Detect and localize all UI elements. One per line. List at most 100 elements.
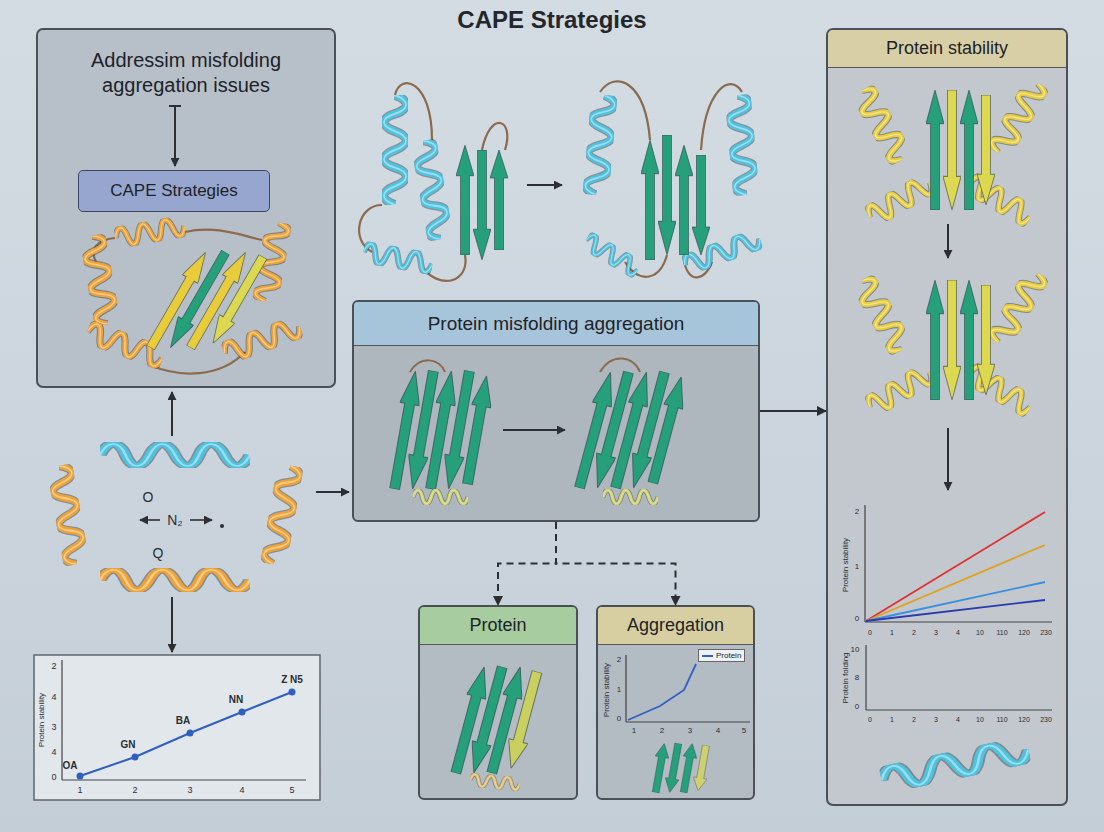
- axis-tick: 1: [77, 786, 82, 795]
- beta-strand: [501, 669, 546, 771]
- arrow-line: [169, 105, 181, 107]
- helix-ribbon: [362, 243, 434, 274]
- helix-ribbon: [852, 85, 911, 165]
- flow-arrow: [760, 410, 826, 412]
- beta-strand: [421, 369, 462, 491]
- axis-tick: 3: [934, 629, 938, 636]
- beta-strand: [606, 369, 656, 490]
- arrow-line: [190, 519, 212, 521]
- axis-title: Protein stability: [842, 538, 850, 592]
- arrow-line: [864, 505, 865, 622]
- axis-tick: 1: [632, 727, 636, 735]
- helix-ribbon: [221, 317, 303, 364]
- axis-tick: 4: [51, 748, 56, 757]
- helix-ribbon: [585, 94, 616, 196]
- protein-cartoon: [81, 217, 303, 374]
- arrow-line: [171, 392, 173, 436]
- axis-tick: 120: [1018, 716, 1030, 723]
- axis-tick: 2: [51, 662, 56, 671]
- axis-tick: 1: [855, 563, 859, 571]
- beta-strand: [588, 369, 638, 490]
- helix-ring: [48, 444, 301, 590]
- line-chart: [626, 655, 750, 722]
- loop-line: [395, 83, 432, 140]
- axis-tick: 10: [976, 629, 984, 636]
- helix-ribbon: [603, 490, 658, 504]
- helix-ribbon: [865, 364, 936, 417]
- beta-strand: [643, 374, 691, 485]
- axis-tick: 0: [868, 716, 872, 723]
- beta-strand: [943, 280, 961, 400]
- axis-tick: 1: [890, 716, 894, 723]
- arrow-line: [174, 106, 176, 166]
- data-point: [239, 709, 246, 716]
- beta-strand: [692, 155, 710, 255]
- beta-strand: [926, 280, 944, 400]
- beta-strand: [675, 145, 693, 255]
- axis-tick: 3: [51, 723, 56, 732]
- result-box: Protein: [418, 605, 578, 800]
- protein-cartoon: [385, 360, 497, 503]
- beta-strand: [464, 664, 512, 775]
- beta-strand: [960, 280, 978, 400]
- axis-tick: 2: [855, 508, 859, 516]
- arrow-line: [865, 645, 866, 710]
- arrow-line: [865, 621, 1052, 622]
- panel-heading: Protein: [420, 607, 576, 645]
- loop-line: [600, 81, 650, 140]
- flow-arrow: [556, 522, 676, 605]
- protein-cartoon: [852, 268, 1047, 416]
- helix-ribbon: [262, 464, 301, 566]
- axis-tick: 2: [617, 656, 621, 664]
- legend-line-sample: [702, 655, 713, 657]
- axis-tick: 3: [187, 786, 192, 795]
- beta-strand: [943, 90, 961, 210]
- loop-line: [625, 255, 667, 277]
- loop-line: [600, 358, 640, 372]
- helix-ribbon: [582, 233, 642, 278]
- arrow-line: [866, 709, 1052, 710]
- beta-strand: [456, 145, 474, 255]
- helix-ribbon: [114, 217, 186, 248]
- box-label: CAPE Strategies: [79, 171, 269, 211]
- illustration-group: [359, 83, 507, 281]
- legend-entry: Protein: [702, 651, 741, 660]
- axis-tick: 0: [868, 629, 872, 636]
- protein-cartoon: [879, 738, 1031, 792]
- beta-strand: [385, 369, 426, 491]
- protein-cartoon: [852, 78, 1047, 226]
- arrow-line: [866, 600, 1045, 621]
- axis-title: Protein stability: [38, 693, 46, 747]
- line-chart: [865, 505, 1052, 622]
- helix-ribbon: [852, 275, 911, 355]
- point-label: GN: [121, 740, 136, 750]
- helix-ribbon: [965, 174, 1036, 227]
- axis-title: Protein folding: [842, 652, 850, 703]
- panel-box: Addressim misfolding aggregation issuesC…: [36, 28, 336, 388]
- beta-strand: [439, 369, 480, 491]
- helix-ribbon: [413, 490, 468, 504]
- axis-tick: 0: [617, 715, 621, 723]
- strategy-box: CAPE Strategies: [78, 170, 270, 212]
- panel-box: Protein stability: [826, 28, 1068, 806]
- arrow-line: [140, 519, 160, 521]
- beta-strand: [658, 135, 676, 255]
- axis-tick: 2: [912, 629, 916, 636]
- beta-strand: [205, 252, 271, 348]
- arrow-line: [62, 779, 306, 780]
- axis-tick: 0: [855, 703, 859, 711]
- line-chart: [866, 645, 1052, 710]
- loop-line: [359, 205, 382, 252]
- helix-ribbon: [84, 322, 166, 369]
- symbol-label: Q: [153, 546, 164, 560]
- panel-heading: Protein misfolding aggregation: [354, 302, 758, 346]
- arrow-line: [171, 597, 173, 652]
- beta-strand: [143, 248, 214, 352]
- helix-ribbon: [48, 464, 87, 566]
- arrow-line: [866, 545, 1045, 621]
- axis-tick: 10: [851, 646, 860, 654]
